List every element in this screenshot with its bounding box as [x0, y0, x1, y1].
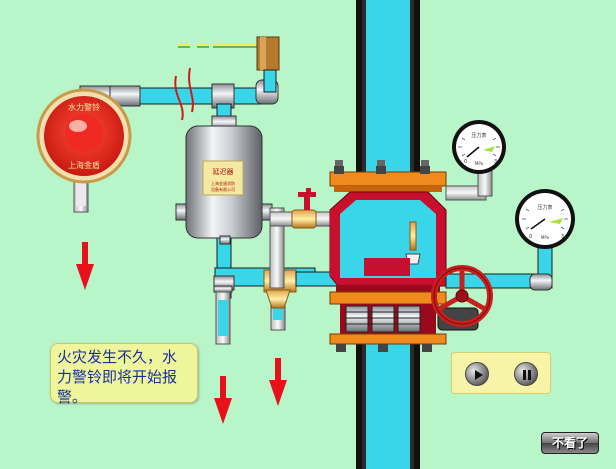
svg-text:MPa: MPa [541, 235, 550, 240]
drain-line [178, 43, 258, 48]
hand-wheel [431, 265, 493, 327]
bell-supply-pipe [99, 67, 279, 121]
water-flow-arrows [76, 242, 287, 424]
pressure-gauge-upper: 压力表 0 3 MPa [452, 120, 506, 174]
bell-bottom-text: 上海金盾 [68, 160, 100, 170]
valve-bypass-pipe [269, 188, 333, 289]
svg-text:0: 0 [464, 159, 467, 165]
gauge-pipes [445, 169, 553, 291]
pause-icon [523, 370, 531, 380]
retard-chamber-label: 延迟器 [213, 167, 234, 176]
alarm-valve [329, 160, 447, 305]
arrow-down-icon [269, 358, 287, 406]
alarm-bell-icon: 水力警铃 上海金盾 [36, 85, 132, 184]
retard-chamber: 延迟器 上海金盾消防 设备有限公司 [175, 115, 273, 245]
arrow-down-icon [76, 242, 94, 290]
bell-top-text: 水力警铃 [68, 102, 100, 112]
arrow-down-icon [214, 376, 232, 424]
svg-text:设备有限公司: 设备有限公司 [211, 186, 235, 192]
gauge-lower-label: 压力表 [537, 204, 552, 211]
pause-button[interactable] [514, 362, 538, 386]
valve-lower-section [329, 304, 479, 352]
play-icon [475, 370, 483, 380]
pressure-gauge-lower: 压力表 0 3 MPa [515, 189, 575, 249]
svg-text:3: 3 [561, 234, 564, 240]
svg-text:MPa: MPa [475, 161, 484, 166]
gauge-upper-label: 压力表 [471, 132, 486, 139]
play-button[interactable] [465, 362, 489, 386]
svg-text:3: 3 [494, 159, 497, 165]
svg-text:上海金盾消防: 上海金盾消防 [211, 180, 235, 186]
svg-text:0: 0 [529, 234, 532, 240]
exit-button[interactable]: 不看了 [541, 432, 599, 454]
narration-caption: 火灾发生不久，水力警铃即将开始报警。 [50, 343, 198, 406]
playback-controls [451, 352, 551, 394]
